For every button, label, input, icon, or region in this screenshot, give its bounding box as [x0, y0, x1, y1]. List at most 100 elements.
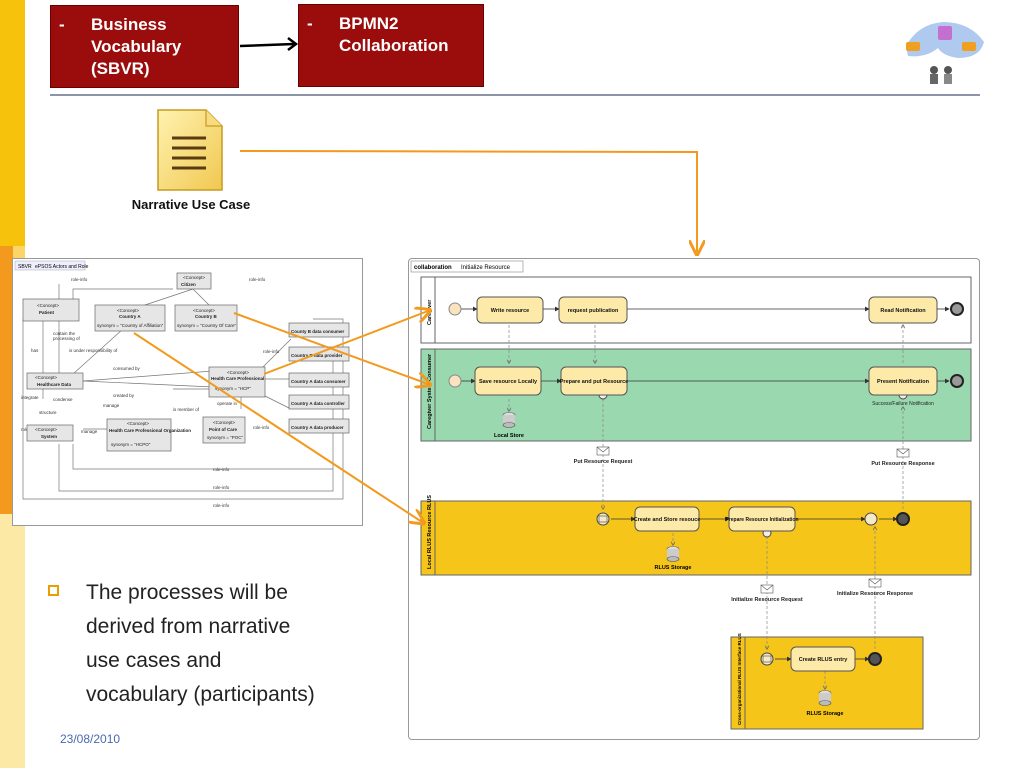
svg-text:Country B: Country B: [195, 314, 217, 319]
svg-text:<Concept>: <Concept>: [117, 308, 139, 313]
svg-text:contain the: contain the: [53, 331, 76, 336]
svg-text:<Concept>: <Concept>: [193, 308, 215, 313]
put-response-label: Put Resource Response: [871, 461, 934, 467]
svg-text:Create and Store resouce: Create and Store resouce: [634, 517, 701, 523]
project-logo-icon: [906, 22, 984, 84]
task-prepare-put: Prepare and put Resource: [560, 366, 628, 396]
svg-text:is member of: is member of: [173, 407, 200, 412]
bpmn-title-box: - BPMN2 Collaboration: [298, 4, 484, 87]
status-notification-label: Success/Failure Notification: [872, 401, 934, 407]
sbvr-title-box: - Business Vocabulary (SBVR): [50, 5, 239, 88]
concept-county-b-data-consumer: County B data consumer: [288, 322, 350, 338]
svg-text:Present Notification: Present Notification: [877, 379, 930, 385]
svg-text:Cross-organizational RLUS Inte: Cross-organizational RLUS Interface RLUS: [737, 633, 742, 725]
svg-text:role-info: role-info: [71, 277, 88, 282]
svg-text:Country A data producer: Country A data producer: [291, 425, 344, 430]
svg-text:processing of: processing of: [53, 336, 81, 341]
svg-text:Patient: Patient: [39, 310, 55, 315]
concept-country-a-data-producer: Country A data producer: [288, 418, 350, 434]
svg-text:synonym = "HCP": synonym = "HCP": [215, 386, 251, 391]
svg-text:Point of Care: Point of Care: [209, 427, 237, 432]
svg-text:Country A data controller: Country A data controller: [291, 401, 345, 406]
svg-text:Healthcare Data: Healthcare Data: [37, 382, 72, 387]
local-store-icon: [502, 412, 516, 428]
envelope-icon: [896, 448, 910, 458]
task-save-locally: Save resource Locally: [474, 366, 542, 396]
svg-text:Read Notification: Read Notification: [880, 308, 926, 314]
svg-text:role-info: role-info: [213, 467, 230, 472]
rlus-storage-icon: [818, 690, 832, 706]
svg-text:manage: manage: [103, 403, 120, 408]
svg-text:<Concept>: <Concept>: [35, 375, 57, 380]
sbvr-tab-label: SBVR: [18, 264, 32, 270]
svg-text:role-info: role-info: [253, 425, 270, 430]
bullet-line-4: vocabulary (participants): [86, 683, 315, 706]
rlus-storage-label-2: RLUS Storage: [807, 711, 844, 717]
document-icon: [157, 109, 223, 191]
svg-text:<Concept>: <Concept>: [127, 421, 149, 426]
svg-text:<Concept>: <Concept>: [213, 420, 235, 425]
svg-text:Save resource Locally: Save resource Locally: [479, 379, 538, 385]
end-event-icon: [950, 302, 964, 316]
bpmn-tab-label: collaboration: [414, 265, 452, 271]
svg-text:Citizen: Citizen: [181, 282, 196, 287]
svg-text:<Concept>: <Concept>: [183, 275, 205, 280]
svg-text:Caregiver: Caregiver: [427, 299, 433, 325]
rlus-storage-label: RLUS Storage: [655, 565, 692, 571]
svg-text:County B data consumer: County B data consumer: [291, 329, 345, 334]
svg-text:condense: condense: [53, 397, 73, 402]
dash-mark: -: [59, 15, 65, 34]
end-event-icon: [950, 374, 964, 388]
bullet-text: The processes will be derived from narra…: [86, 576, 386, 712]
svg-text:Health Care Professional Organ: Health Care Professional Organization: [109, 428, 191, 433]
task-prepare-init: Prepare Resource Initialization: [725, 506, 799, 532]
box-left-line-2: Vocabulary: [91, 37, 182, 56]
bullet-line-2: derived from narrative: [86, 615, 291, 638]
bpmn-diagram: collaboration Initialize Resource Caregi…: [408, 258, 980, 740]
svg-text:synonym = "Country of Affiliat: synonym = "Country of Affiliation": [97, 323, 164, 328]
concept-hcp-organization: <Concept> Health Care Professional Organi…: [106, 418, 191, 452]
rlus-storage-icon: [666, 546, 680, 562]
svg-text:Prepare and put Resource: Prepare and put Resource: [560, 379, 628, 385]
task-create-store: Create and Store resouce: [634, 506, 701, 532]
start-event-icon: [448, 374, 462, 388]
bullet-square-icon: [48, 585, 59, 596]
envelope-icon: [868, 578, 882, 588]
concept-country-a-data-consumer: Country A data consumer: [288, 372, 350, 388]
lane-local-rlus: Local RLUS Resource RLUS: [420, 495, 972, 576]
sbvr-tab2-label: ePSOS Actors and Role: [35, 264, 89, 270]
task-write-resource: Write resource: [476, 296, 544, 324]
bullet-line-3: use cases and: [86, 649, 222, 672]
svg-text:Health Care Professional: Health Care Professional: [211, 376, 264, 381]
svg-text:integrate: integrate: [21, 395, 39, 400]
svg-text:consumed by: consumed by: [113, 366, 141, 371]
svg-text:<Concept>: <Concept>: [227, 370, 249, 375]
task-present-notification: Present Notification: [868, 366, 938, 396]
task-create-rlus-entry: Create RLUS entry: [790, 646, 856, 672]
svg-text:Create RLUS entry: Create RLUS entry: [799, 657, 849, 663]
svg-text:Local RLUS Resource RLUS: Local RLUS Resource RLUS: [427, 495, 433, 569]
svg-text:System: System: [41, 434, 57, 439]
concept-country-a: <Concept>Country A synonym = "Country of …: [94, 304, 166, 332]
task-request-publication: request publication: [558, 296, 628, 324]
task-read-notification: Read Notification: [868, 296, 938, 324]
concept-system: <Concept>System: [26, 424, 74, 442]
svg-text:Country A data consumer: Country A data consumer: [291, 379, 346, 384]
envelope-icon: [596, 446, 610, 456]
box-left-line-1: Business: [91, 15, 167, 34]
sidebar-strip-top: [0, 0, 25, 246]
box-left-line-3: (SBVR): [91, 59, 150, 78]
footer-date: 23/08/2010: [60, 732, 121, 746]
box-right-line-2: Collaboration: [339, 36, 449, 55]
end-event-icon: [896, 512, 910, 526]
sidebar-strip-low: [0, 514, 25, 768]
header-arrow: [239, 37, 299, 51]
use-case-label: Narrative Use Case: [131, 197, 251, 212]
header-divider: [50, 94, 980, 96]
svg-text:Prepare Resource Initializatio: Prepare Resource Initialization: [725, 517, 798, 523]
svg-text:Country A: Country A: [119, 314, 141, 319]
local-store-label: Local Store: [494, 433, 524, 439]
svg-text:created by: created by: [113, 393, 135, 398]
